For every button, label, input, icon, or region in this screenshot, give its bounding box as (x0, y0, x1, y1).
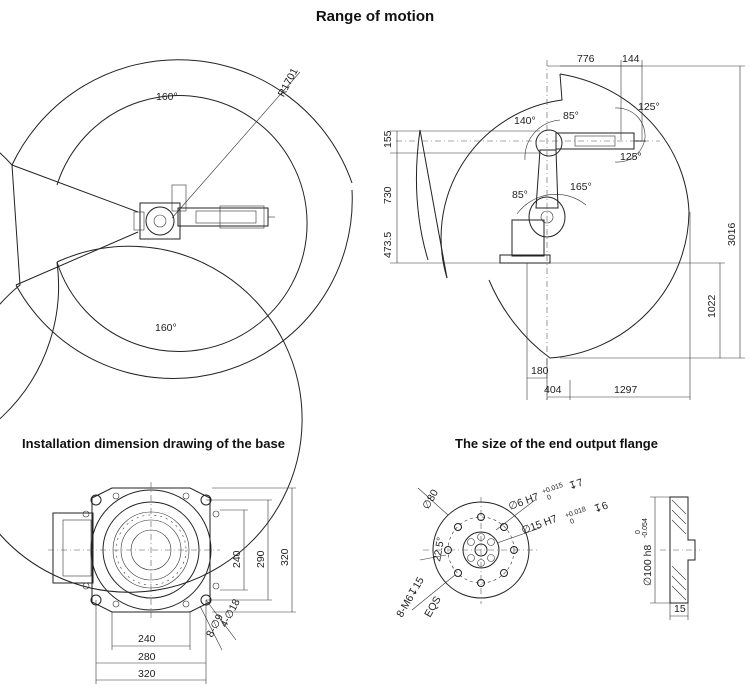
side-view-envelope-closure (419, 129, 448, 279)
flange-eqs: EQS (422, 594, 443, 619)
dim-144: 144 (622, 53, 640, 65)
flange-dim-100-tol: 0 (635, 530, 642, 534)
top-view-inner-arc (56, 95, 308, 352)
base-dim-240-horizontal: 240 (138, 633, 156, 645)
base-plate (91, 487, 211, 613)
dim-1022: 1022 (706, 294, 718, 318)
base-dim-320-horizontal: 320 (138, 668, 156, 680)
dim-1297: 1297 (614, 384, 638, 396)
top-view-radius-line (171, 71, 301, 219)
side-view-envelope-back (415, 129, 429, 261)
base-dim-290: 290 (255, 550, 267, 568)
flange-dim-15: 15 (674, 603, 686, 615)
dim-473: 473.5 (382, 232, 394, 258)
flange-dim-15h7-tol-lower: 0 (569, 518, 575, 526)
angle-140: 140° (514, 115, 536, 127)
flange-dim-100-tol-lower: -0.054 (642, 518, 649, 538)
top-view-robot (133, 184, 275, 240)
flange-dim-6h7-depth: ↧7 (567, 476, 585, 492)
side-view-diagram: 776 144 155 730 473.5 3016 1022 180 404 … (382, 53, 745, 400)
base-dim-320-vertical: 320 (279, 548, 291, 566)
dim-776: 776 (577, 53, 595, 65)
base-dim-280: 280 (138, 651, 156, 663)
flange-dim-80: ∅80 (420, 487, 441, 511)
flange-dim-15h7: ∅15 H7 (520, 513, 559, 537)
top-view-outer-arc (0, 152, 303, 593)
top-view-diagram: R1701 160° 160° (0, 59, 353, 593)
dim-730: 730 (382, 186, 394, 204)
side-view-joint-arc (516, 193, 587, 215)
flange-angle: 22.5° (431, 536, 447, 562)
angle-125-upper: 125° (638, 101, 660, 113)
angle-85-lower: 85° (512, 189, 528, 201)
top-view-radius-label: R1701 (276, 66, 301, 99)
flange-drawing-title: The size of the end output flange (455, 436, 658, 451)
side-view-wrist-arc (614, 107, 646, 163)
dim-155: 155 (382, 130, 394, 148)
top-view-limit-line-upper (11, 164, 139, 213)
base-dim-240-vertical: 240 (231, 550, 243, 568)
angle-85-upper: 85° (563, 110, 579, 122)
flange-dim-6h7-tol-lower: 0 (546, 494, 552, 502)
flange-dim-100: ∅100 h8 (642, 545, 654, 586)
side-view-envelope-inner (440, 73, 563, 279)
page-title: Range of motion (315, 8, 435, 25)
dim-404: 404 (544, 384, 562, 396)
flange-dim-6h7-tol: +0.015 (541, 482, 564, 496)
flange-dim-6h7: ∅6 H7 (507, 491, 541, 513)
base-cable-box (52, 512, 94, 584)
top-view-limit-line-lower (15, 231, 139, 286)
top-view-outer-arc-upper (11, 59, 353, 184)
side-view-joint-arc-2 (524, 119, 561, 161)
base-drawing-title: Installation dimension drawing of the ba… (22, 436, 285, 451)
side-view-robot (499, 129, 646, 264)
angle-165: 165° (570, 181, 592, 193)
flange-dim-15h7-tol: +0.018 (564, 506, 587, 520)
base-drawing: 240 290 320 240 280 320 4-∅18 8-∅9 (48, 482, 296, 684)
dim-180: 180 (531, 365, 549, 377)
flange-section-view (650, 496, 700, 620)
angle-125-lower: 125° (620, 151, 642, 163)
flange-drawing: ∅80 ∅6 H7 +0.015 0 ↧7 ∅15 H7 +0.018 0 ↧6… (394, 476, 700, 620)
bolt-hole-tl (90, 494, 102, 506)
dim-3016: 3016 (726, 222, 738, 246)
top-view-angle-bottom: 160° (155, 322, 177, 334)
top-view-outer-arc-lower (15, 189, 353, 379)
flange-dim-15h7-depth: ↧6 (592, 499, 610, 515)
top-view-angle-top: 160° (156, 91, 178, 103)
